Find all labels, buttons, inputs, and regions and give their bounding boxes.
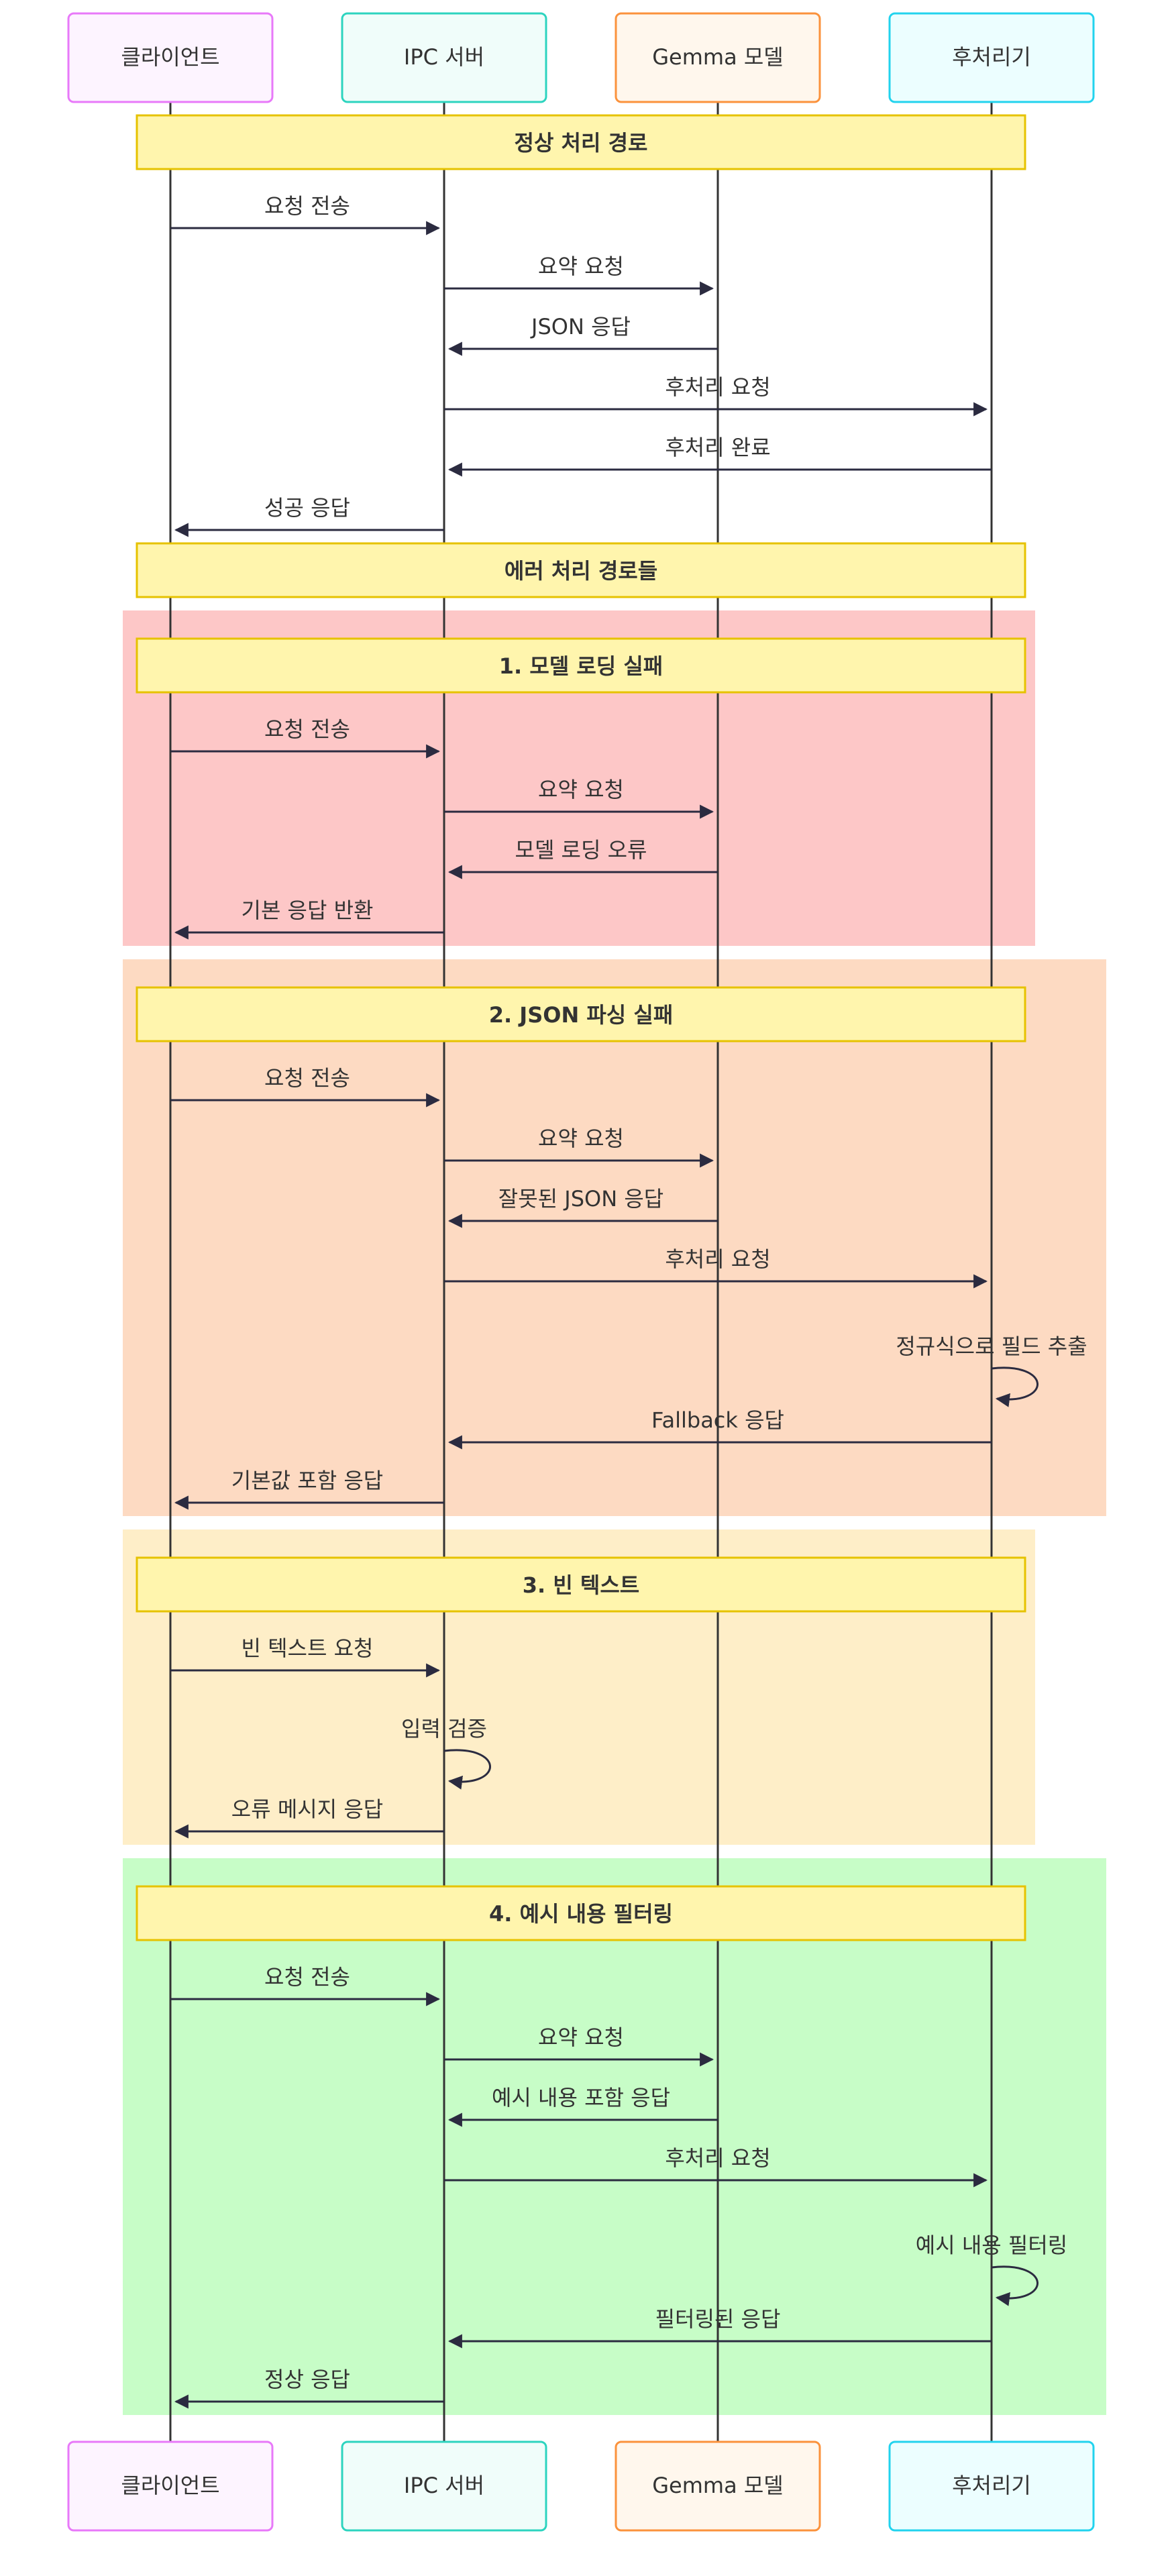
self-arrow: [991, 1366, 1038, 1407]
participant-ipc-server-top: IPC 서버: [341, 12, 547, 103]
message-12: 요약 요청: [444, 1126, 714, 1168]
message-19: 입력 검증: [401, 1716, 491, 1790]
message-label: 정규식으로 필드 추출: [896, 1334, 1087, 1359]
note-example-filtering: 4. 예시 내용 필터링: [136, 1885, 1026, 1941]
svg-text:Gemma 모델: Gemma 모델: [652, 2473, 784, 2498]
message-label: 요약 요청: [538, 254, 624, 279]
message-22: 요약 요청: [444, 2025, 714, 2067]
section-json-parsing-failure: [123, 959, 1106, 1516]
message-5: 후처리 완료: [447, 435, 992, 477]
message-label: 요약 요청: [538, 777, 624, 802]
note-json-parsing-failure: 2. JSON 파싱 실패: [136, 986, 1026, 1042]
message-label: 오류 메시지 응답: [231, 1796, 383, 1822]
svg-text:에러 처리 경로들: 에러 처리 경로들: [504, 558, 657, 584]
message-14: 후처리 요청: [444, 1246, 988, 1289]
note-empty-text: 3. 빈 텍스트: [136, 1556, 1026, 1613]
message-label: 기본값 포함 응답: [231, 1468, 383, 1493]
message-label: JSON 응답: [530, 314, 631, 339]
self-arrow: [443, 1749, 491, 1790]
message-label: 요청 전송: [264, 716, 350, 742]
message-label: 후처리 요청: [665, 374, 770, 400]
message-17: 기본값 포함 응답: [174, 1468, 444, 1510]
note-model-loading-failure: 1. 모델 로딩 실패: [136, 637, 1026, 694]
participant-gemma-model-top: Gemma 모델: [615, 12, 821, 103]
participant-postprocessor-top: 후처리기: [888, 12, 1095, 103]
message-2: 요약 요청: [444, 254, 714, 296]
message-label: 입력 검증: [401, 1716, 487, 1741]
message-label: 요약 요청: [538, 2025, 624, 2050]
message-16: Fallback 응답: [447, 1407, 992, 1450]
message-label: 후처리 요청: [665, 2145, 770, 2171]
message-11: 요청 전송: [170, 1065, 441, 1108]
svg-text:후처리기: 후처리기: [952, 44, 1031, 70]
message-6: 성공 응답: [174, 495, 444, 537]
message-label: 예시 내용 필터링: [916, 2233, 1067, 2258]
svg-text:IPC 서버: IPC 서버: [404, 2473, 484, 2498]
message-label: 정상 응답: [264, 2367, 350, 2392]
message-9: 모델 로딩 오류: [447, 837, 718, 879]
note-normal-path: 정상 처리 경로: [136, 114, 1026, 170]
message-label: 요청 전송: [264, 193, 350, 219]
message-label: 예시 내용 포함 응답: [492, 2085, 670, 2110]
message-25: 예시 내용 필터링: [916, 2233, 1067, 2306]
message-1: 요청 전송: [170, 193, 441, 235]
svg-text:2. JSON 파싱 실패: 2. JSON 파싱 실패: [489, 1002, 674, 1028]
message-4: 후처리 요청: [444, 374, 988, 417]
message-label: 후처리 요청: [665, 1246, 770, 1272]
svg-text:Gemma 모델: Gemma 모델: [652, 44, 784, 70]
message-26: 필터링된 응답: [447, 2306, 992, 2349]
section-example-filtering: [123, 1858, 1106, 2415]
message-label: 필터링된 응답: [655, 2306, 781, 2332]
participant-ipc-server-bottom: IPC 서버: [341, 2440, 547, 2532]
message-label: 빈 텍스트 요청: [242, 1635, 374, 1661]
svg-text:3. 빈 텍스트: 3. 빈 텍스트: [523, 1572, 639, 1598]
svg-text:후처리기: 후처리기: [952, 2473, 1031, 2498]
participant-client-top: 클라이언트: [67, 12, 274, 103]
message-7: 요청 전송: [170, 716, 441, 759]
message-27: 정상 응답: [174, 2367, 444, 2409]
message-15: 정규식으로 필드 추출: [896, 1334, 1087, 1407]
message-label: 후처리 완료: [665, 435, 770, 460]
message-20: 오류 메시지 응답: [174, 1796, 444, 1839]
message-label: 요약 요청: [538, 1126, 624, 1151]
svg-text:IPC 서버: IPC 서버: [404, 44, 484, 70]
self-arrow: [991, 2265, 1038, 2306]
message-3: JSON 응답: [447, 314, 718, 356]
message-21: 요청 전송: [170, 1964, 441, 2006]
message-23: 예시 내용 포함 응답: [447, 2085, 718, 2127]
message-10: 기본 응답 반환: [174, 898, 444, 940]
message-label: 요청 전송: [264, 1065, 350, 1091]
svg-text:클라이언트: 클라이언트: [121, 2473, 219, 2498]
message-18: 빈 텍스트 요청: [170, 1635, 441, 1678]
message-24: 후처리 요청: [444, 2145, 988, 2188]
svg-text:4. 예시 내용 필터링: 4. 예시 내용 필터링: [489, 1901, 673, 1927]
message-label: 잘못된 JSON 응답: [498, 1186, 663, 1212]
participant-gemma-model-bottom: Gemma 모델: [615, 2440, 821, 2532]
message-label: Fallback 응답: [651, 1407, 784, 1433]
participant-postprocessor-bottom: 후처리기: [888, 2440, 1095, 2532]
participant-client-bottom: 클라이언트: [67, 2440, 274, 2532]
message-label: 모델 로딩 오류: [515, 837, 647, 863]
svg-text:1. 모델 로딩 실패: 1. 모델 로딩 실패: [499, 653, 663, 679]
message-13: 잘못된 JSON 응답: [447, 1186, 718, 1228]
message-8: 요약 요청: [444, 777, 714, 819]
note-error-paths: 에러 처리 경로들: [136, 542, 1026, 598]
svg-text:정상 처리 경로: 정상 처리 경로: [515, 130, 648, 156]
message-label: 요청 전송: [264, 1964, 350, 1990]
svg-text:클라이언트: 클라이언트: [121, 44, 219, 70]
message-label: 기본 응답 반환: [242, 898, 374, 923]
message-label: 성공 응답: [264, 495, 350, 521]
